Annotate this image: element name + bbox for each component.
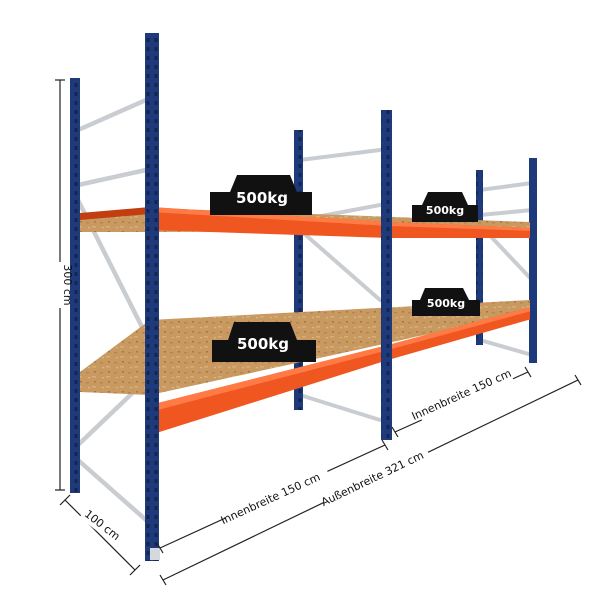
weight-block-icon [212,322,316,362]
weight-bay1-upper: 500kg [210,175,312,215]
weight-block-icon [412,192,478,222]
outer-width-label: Außenbreite 321 cm [319,449,426,509]
inner-width-label-2: Innenbreite 150 cm [410,367,514,423]
inner-width-label-1: Innenbreite 150 cm [219,470,322,527]
weight-bay2-lower: 500kg [412,288,480,316]
load-label-bay1-upper: 500kg [236,189,288,207]
weight-block-icon [210,175,312,215]
front-uprights [145,33,537,561]
weight-block-icon [412,288,480,316]
load-label-bay2-upper: 500kg [426,204,464,217]
height-label: 300 cm [61,264,74,305]
load-label-bay2-lower: 500kg [427,297,465,310]
weight-bay1-lower: 500kg [212,322,316,362]
weight-bay2-upper: 500kg [412,192,478,222]
load-label-bay1-lower: 500kg [237,335,289,353]
beams [80,207,535,435]
left-frame-bracing [75,97,149,523]
left-rear-upright [70,78,80,493]
